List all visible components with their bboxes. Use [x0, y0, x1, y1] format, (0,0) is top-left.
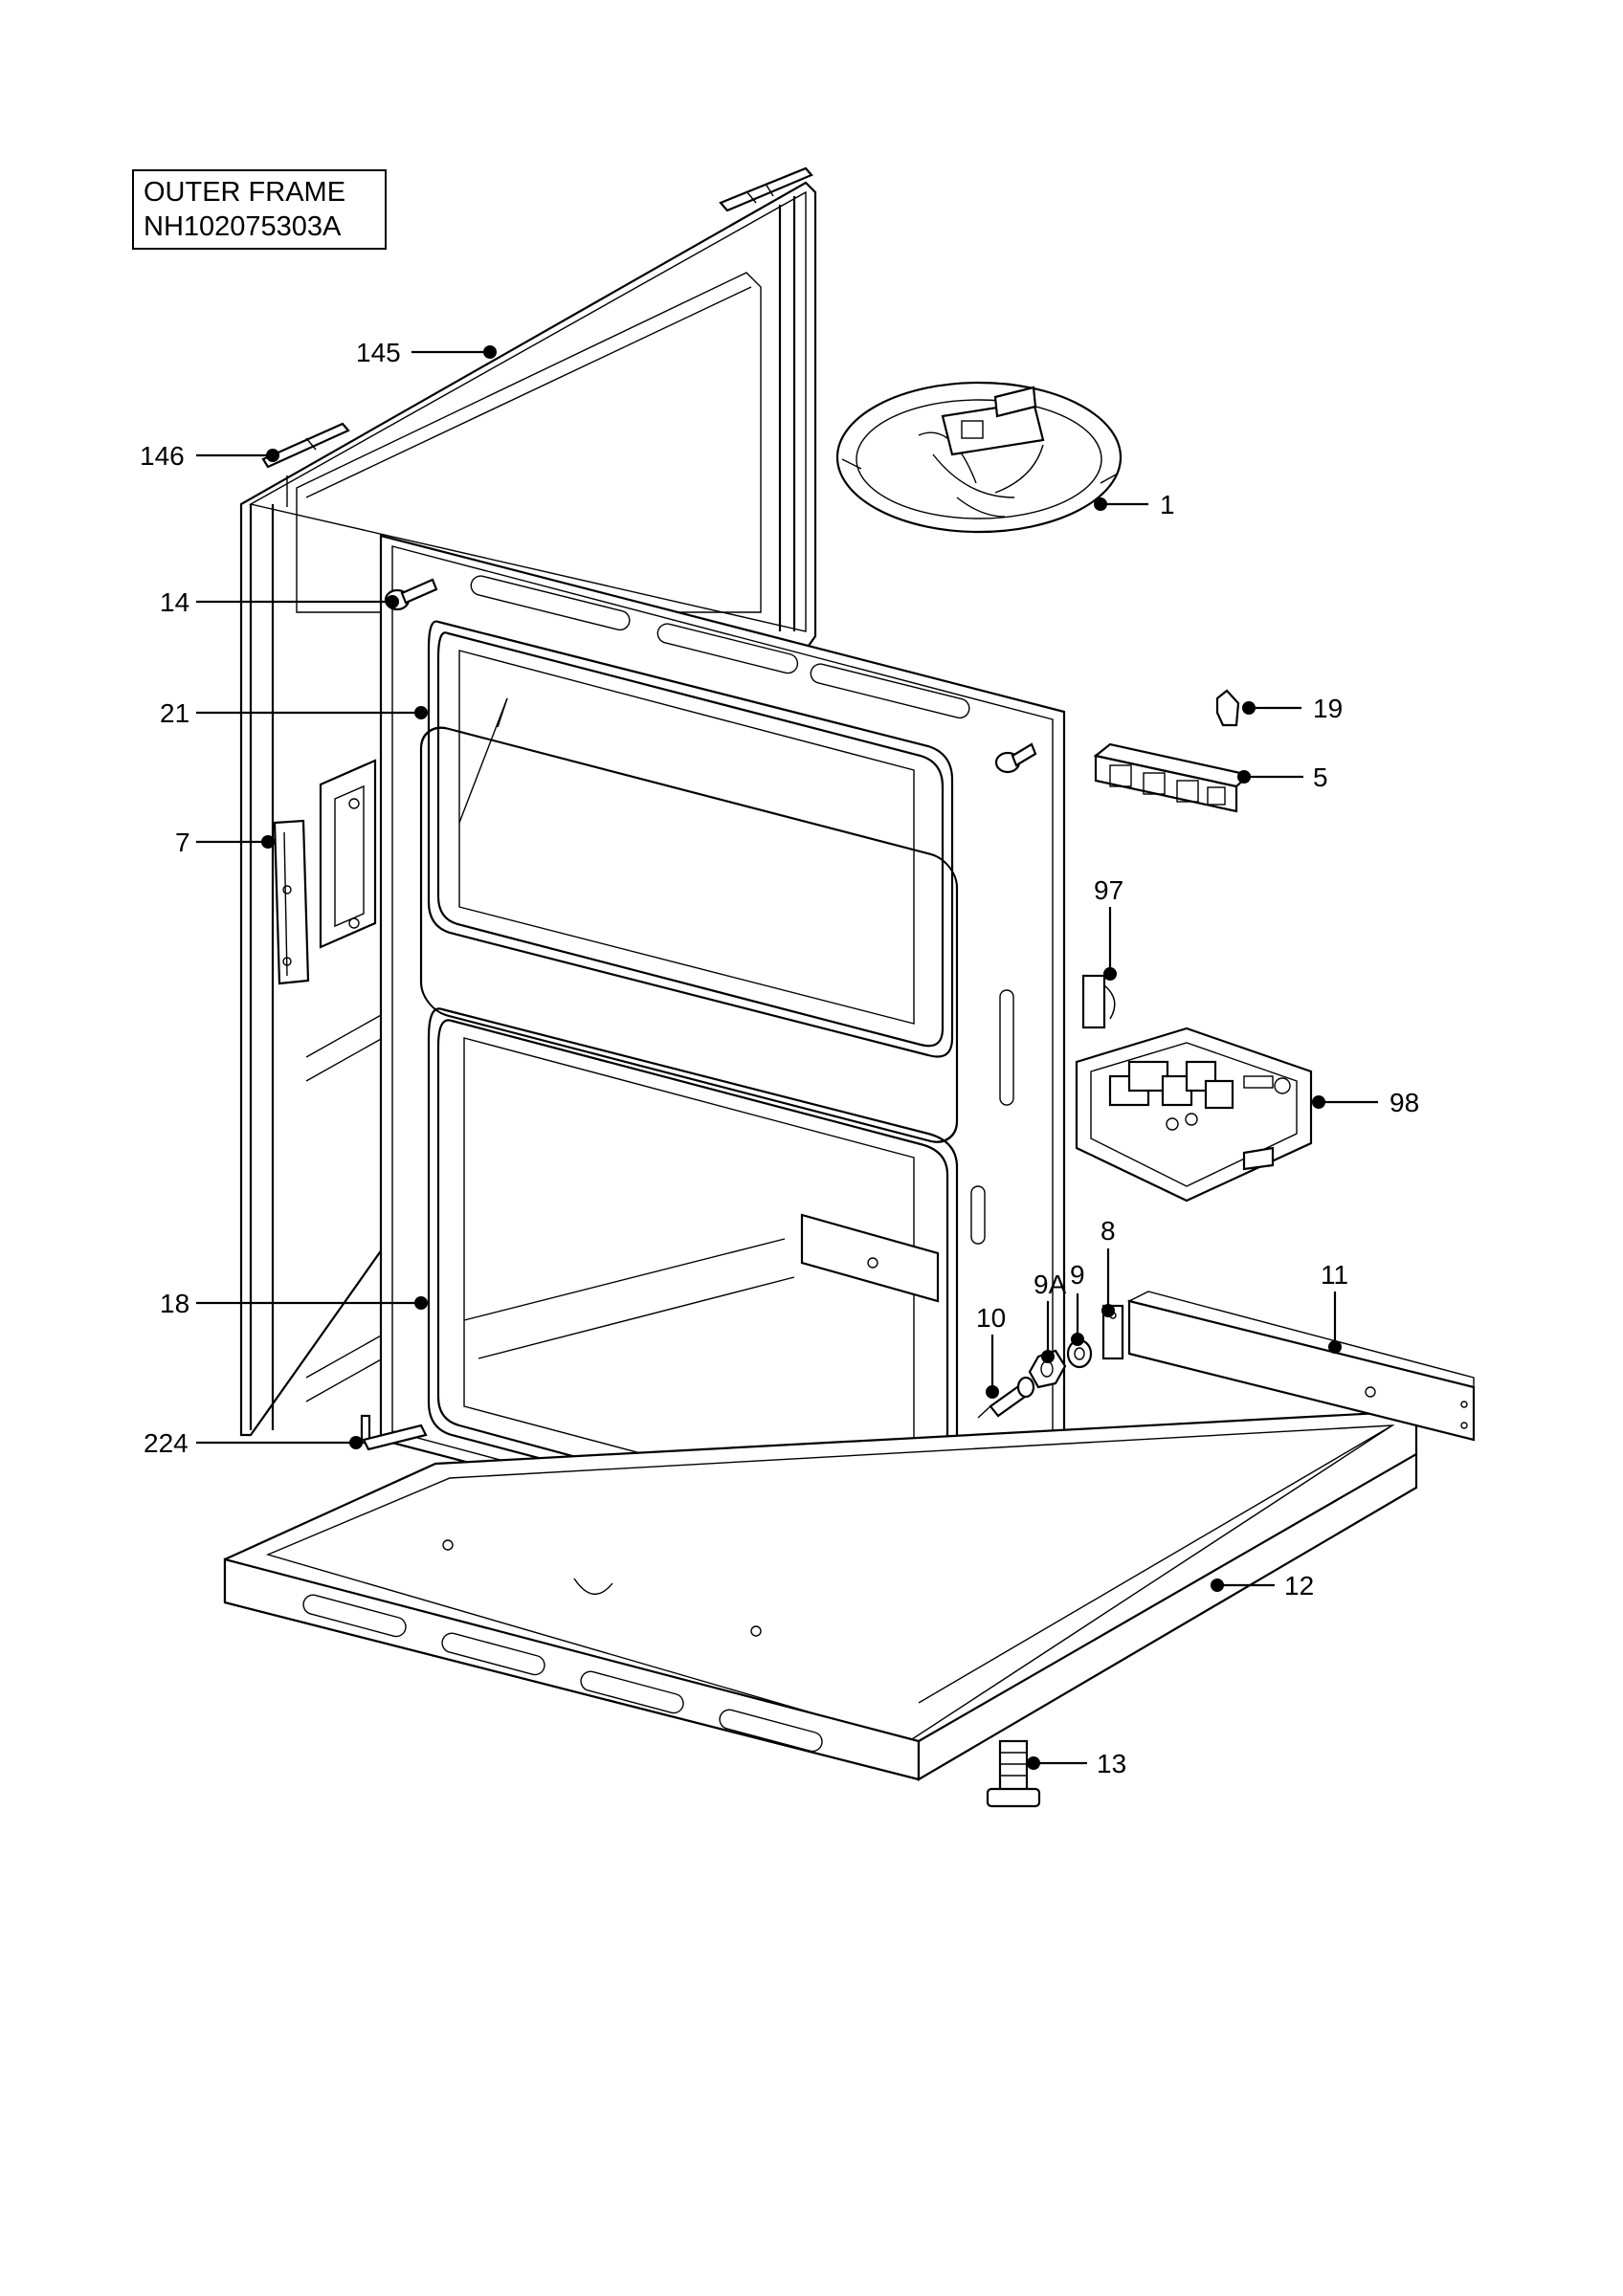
switch-part — [1081, 974, 1116, 1029]
sensor-part — [977, 1376, 1035, 1419]
bracket-part — [1101, 1304, 1124, 1360]
callout-145: 145 — [356, 338, 401, 367]
callout-11: 11 — [1321, 1260, 1348, 1290]
callout-12: 12 — [1284, 1571, 1314, 1601]
clip-part — [1215, 689, 1240, 727]
callout-10: 10 — [976, 1303, 1006, 1333]
callout-224: 224 — [144, 1428, 189, 1458]
nut-part — [1028, 1349, 1067, 1389]
callout-13: 13 — [1097, 1749, 1126, 1778]
leader-lines — [196, 345, 1378, 1770]
callout-14: 14 — [160, 587, 189, 617]
control-board — [1075, 1027, 1313, 1203]
callout-9A: 9A — [1034, 1269, 1067, 1299]
fan-assembly — [835, 381, 1123, 534]
callout-97: 97 — [1094, 875, 1123, 905]
callout-7: 7 — [175, 828, 190, 857]
callout-9: 9 — [1070, 1260, 1085, 1290]
washer-part — [1066, 1338, 1093, 1369]
callout-146: 146 — [140, 441, 185, 471]
callout-21: 21 — [160, 698, 189, 728]
title-line-2: NH102075303A — [144, 211, 342, 242]
callout-labels: 145 146 1 14 21 19 5 7 97 98 8 9A 9 11 1… — [140, 338, 1419, 1778]
terminal-block — [1093, 742, 1252, 813]
screw-part — [360, 1414, 428, 1451]
callout-18: 18 — [160, 1289, 189, 1318]
side-rail — [1126, 1291, 1476, 1442]
adjustable-foot — [986, 1739, 1041, 1808]
base-frame — [223, 1409, 1418, 1781]
title-box: OUTER FRAME NH102075303A — [132, 169, 387, 250]
title-line-1: OUTER FRAME — [144, 177, 346, 208]
callout-1: 1 — [1160, 490, 1175, 519]
callout-98: 98 — [1390, 1088, 1419, 1117]
callout-8: 8 — [1101, 1216, 1116, 1246]
front-frame — [379, 534, 1066, 1619]
callout-5: 5 — [1313, 762, 1328, 792]
callout-19: 19 — [1313, 694, 1343, 723]
